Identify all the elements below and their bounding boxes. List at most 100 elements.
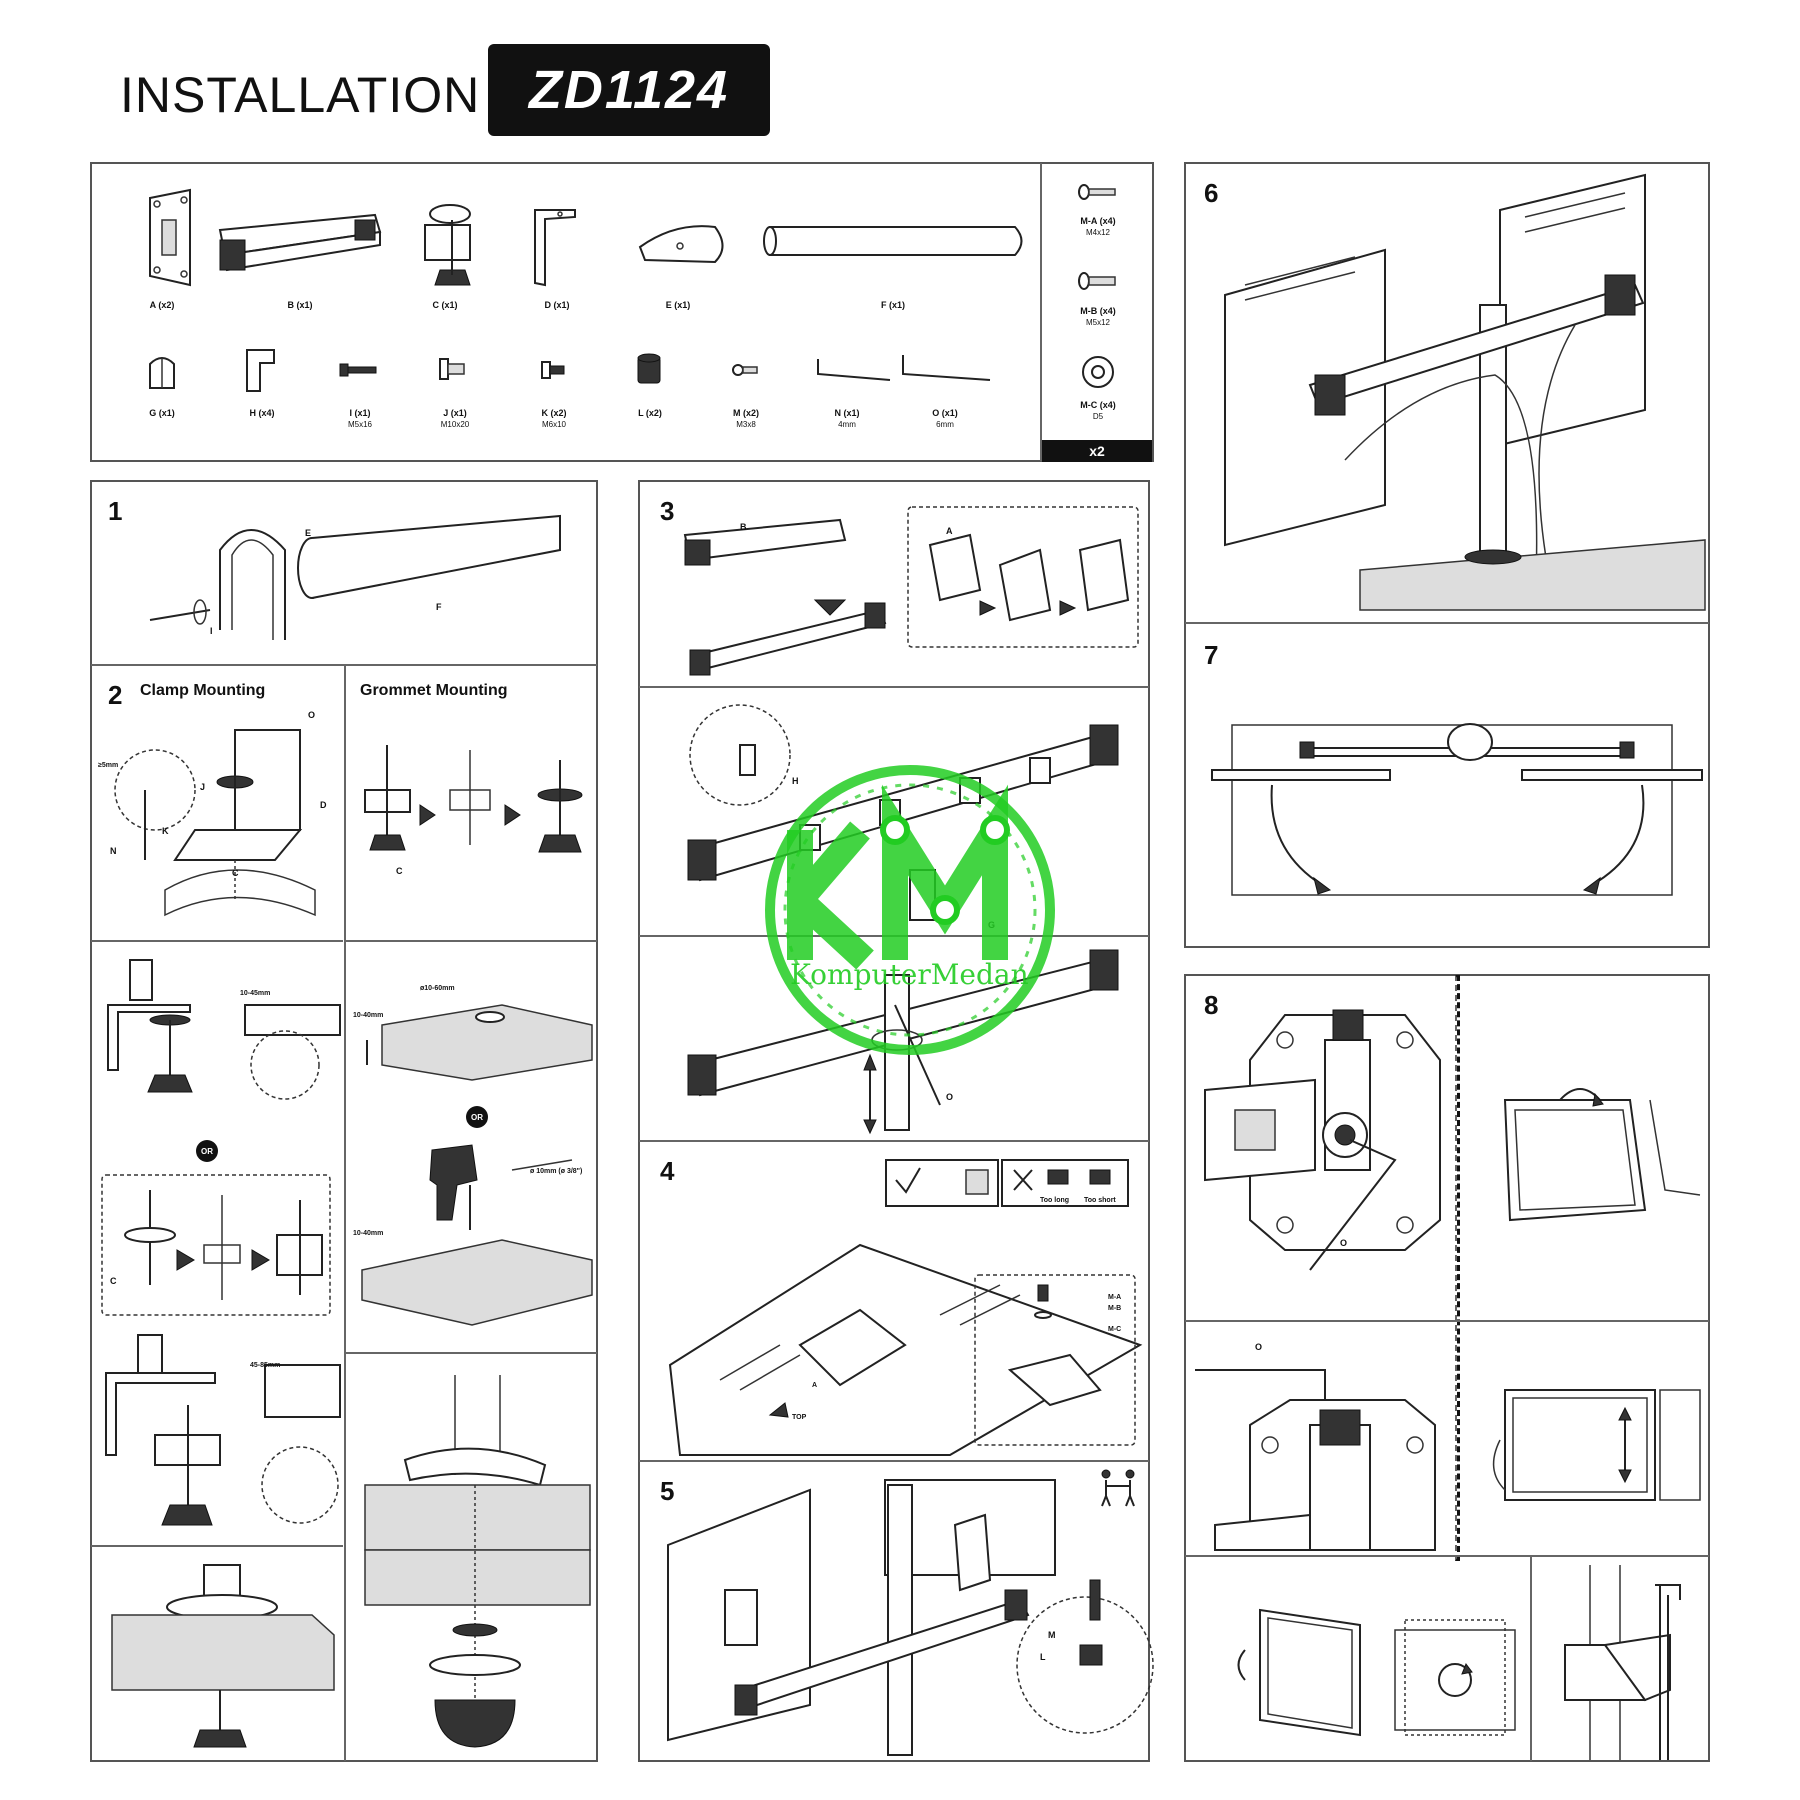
step-6-number: 6 [1204, 178, 1219, 208]
part-a-icon [149, 188, 191, 287]
dim-min5: ≥5mm [98, 762, 119, 769]
label-a-4: A [812, 1382, 818, 1389]
step-8-height-monitor [1492, 1389, 1701, 1501]
clamp-alt-illustration [101, 1174, 331, 1316]
part-l-label: L (x2) [638, 408, 662, 418]
divider [1530, 1556, 1532, 1761]
label-b: B [740, 522, 747, 532]
label-j: J [200, 782, 206, 792]
label-n: N [110, 846, 117, 856]
too-long-label: Too long [1040, 1197, 1070, 1204]
washer-mc-icon [1082, 356, 1114, 388]
divider [639, 1140, 1149, 1142]
step-1-number: 1 [108, 496, 123, 526]
part-k-label: K (x2)M6x10 [541, 408, 567, 429]
clamp-assembly-illustration [114, 729, 316, 917]
label-c-2: C [396, 866, 403, 876]
label-ma: M-A [1108, 1294, 1122, 1301]
screw-ma-icon [1078, 184, 1116, 200]
divider [1185, 1555, 1709, 1557]
label-o-8b: O [1255, 1342, 1263, 1352]
label-o-8a: O [1340, 1238, 1348, 1248]
parts-divider [1040, 163, 1042, 461]
label-o-3: O [946, 1092, 954, 1102]
part-m-icon [732, 364, 758, 376]
grommet-assembly-illustration [364, 745, 583, 853]
dim-hole: ø10-60mm [420, 985, 455, 992]
step-3-number: 3 [660, 496, 675, 526]
label-top: TOP [792, 1414, 807, 1421]
dim-10-45: 10-45mm [240, 990, 271, 997]
part-f-icon [763, 226, 1023, 256]
label-l: L [1040, 1652, 1046, 1662]
label-o: O [308, 710, 316, 720]
parts-box [90, 162, 1154, 462]
clamp-thick-desk-illustration [105, 1334, 341, 1526]
dim-45-85: 45-85mm [250, 1362, 281, 1369]
part-d-icon [534, 209, 576, 287]
step-6-dual-monitor [1224, 173, 1706, 611]
drill-illustration [361, 1144, 593, 1326]
step-4-number: 4 [660, 1156, 675, 1186]
step-8-swivel [1237, 1608, 1516, 1737]
part-c-icon [424, 204, 471, 286]
label-mb: M-B [1108, 1305, 1122, 1312]
label-k: K [162, 826, 169, 836]
two-person-icon [1101, 1469, 1135, 1507]
label-mc: M-C [1108, 1326, 1122, 1333]
clamp-mounting-heading: Clamp Mounting [140, 682, 266, 699]
washer-mc-label: M-C (x4)D5 [1080, 400, 1116, 421]
divider [639, 686, 1149, 688]
clamp-final-illustration [111, 1564, 335, 1748]
screw-mb-label: M-B (x4)M5x12 [1080, 306, 1116, 327]
label-f: F [436, 602, 442, 612]
step-7-top-view [1211, 723, 1703, 896]
step-8-tilt-tension [1204, 1009, 1441, 1271]
label-h: H [792, 776, 799, 786]
step-3-arm-assembly [683, 506, 1139, 676]
step-8-number: 8 [1204, 990, 1219, 1020]
part-n-icon [817, 359, 891, 381]
part-c-label: C (x1) [432, 300, 458, 310]
grommet-mounting-heading: Grommet Mounting [360, 682, 508, 699]
label-a: A [946, 526, 953, 536]
page-title: INSTALLATION [120, 67, 481, 123]
part-j-label: J (x1)M10x20 [440, 408, 470, 429]
part-h-icon [246, 349, 275, 392]
part-b-icon [218, 213, 382, 272]
screw-mb-icon [1078, 272, 1116, 290]
clamp-thickness-illustration [107, 959, 341, 1100]
step-1-illustration [149, 514, 561, 640]
divider [345, 940, 597, 942]
part-o-icon [902, 355, 991, 381]
part-g-icon [149, 357, 175, 389]
step-4-vesa-mount [668, 1243, 1143, 1456]
divider [344, 665, 346, 1761]
step-2-number: 2 [108, 680, 123, 710]
part-h-label: H (x4) [249, 408, 275, 418]
divider [91, 1545, 343, 1547]
screw-ma-label: M-A (x4)M4x12 [1080, 216, 1116, 237]
part-o-label: O (x1)6mm [932, 408, 958, 429]
label-m: M [1048, 1630, 1056, 1640]
divider [91, 940, 343, 942]
watermark-text: KomputerMedan [790, 958, 1029, 991]
divider [1455, 975, 1460, 1561]
part-e-label: E (x1) [665, 300, 691, 310]
part-b-label: B (x1) [287, 300, 313, 310]
part-k-icon [541, 361, 565, 379]
step-8-tilt-monitor [1503, 1088, 1701, 1222]
part-i-icon [339, 363, 377, 377]
step-5-number: 5 [660, 1476, 675, 1506]
divider [1185, 1320, 1709, 1322]
part-i-label: I (x1)M5x16 [347, 408, 372, 429]
divider [639, 1460, 1149, 1462]
step-5-monitor-attach [667, 1479, 1154, 1756]
dim-drill: ø 10mm (ø 3/8") [530, 1168, 583, 1175]
step-4-screw-check [885, 1159, 1129, 1207]
divider [345, 1352, 597, 1354]
dim-10-40-b: 10-40mm [353, 1230, 384, 1237]
part-m-label: M (x2)M3x8 [732, 408, 759, 429]
part-d-label: D (x1) [544, 300, 570, 310]
or-badge-2: OR [466, 1106, 488, 1128]
